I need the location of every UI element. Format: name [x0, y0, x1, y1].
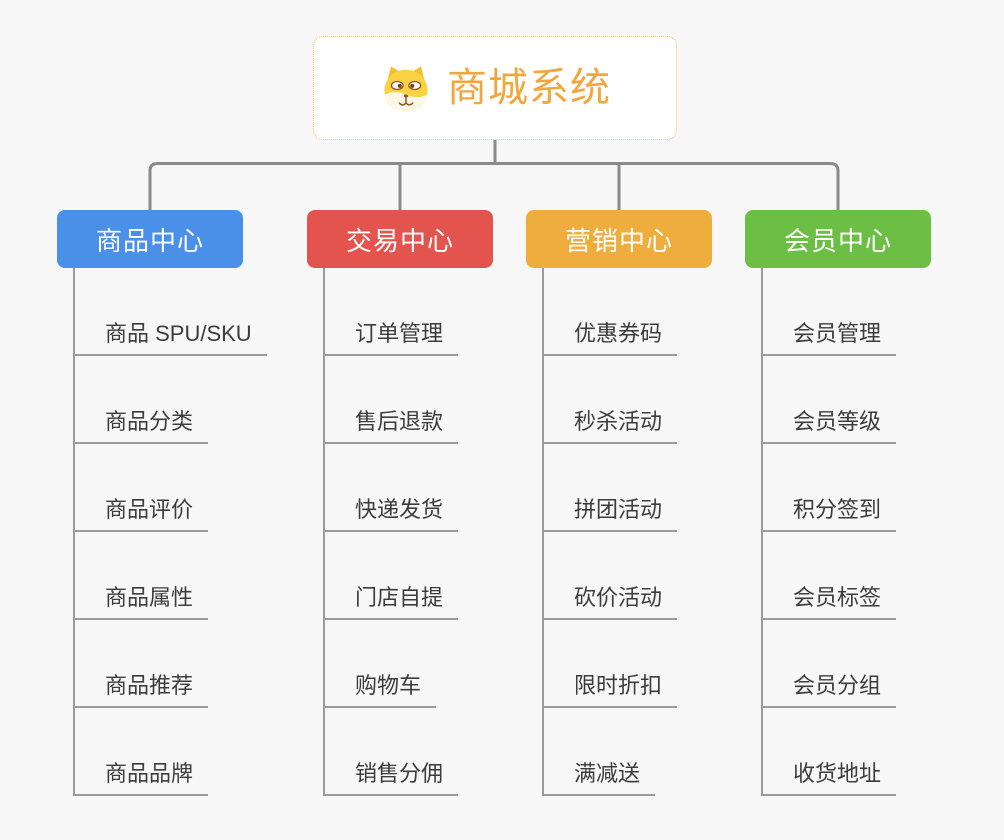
branch-column: 优惠券码 秒杀活动 拼团活动 砍价活动 限时折扣 满减送: [542, 268, 678, 796]
branch-item: 优惠券码: [542, 268, 678, 356]
branch-item-label[interactable]: 优惠券码: [542, 321, 678, 356]
branch-item: 会员分组: [761, 620, 897, 708]
branch-item: 商品推荐: [73, 620, 267, 708]
branch-item-label[interactable]: 砍价活动: [542, 585, 678, 620]
branch-label: 营销中心: [564, 225, 673, 256]
branch-item: 满减送: [542, 708, 677, 796]
branch-item: 售后退款: [323, 356, 459, 444]
branch-item-label[interactable]: 商品品牌: [73, 761, 209, 796]
branch-item: 砍价活动: [542, 532, 678, 620]
branch-box-2[interactable]: 营销中心: [526, 210, 712, 268]
branch-item-label[interactable]: 会员管理: [761, 321, 897, 356]
branch-item-label[interactable]: 商品推荐: [73, 673, 209, 708]
branch-item-label[interactable]: 会员等级: [761, 409, 897, 444]
branch-item-label[interactable]: 会员标签: [761, 585, 897, 620]
branch-column: 会员管理 会员等级 积分签到 会员标签 会员分组 收货地址: [761, 268, 897, 796]
branch-item-label[interactable]: 秒杀活动: [542, 409, 678, 444]
branch-item-label[interactable]: 销售分佣: [323, 761, 459, 796]
branch-item: 商品 SPU/SKU: [73, 268, 267, 356]
branch-item-label[interactable]: 会员分组: [761, 673, 897, 708]
branch-label: 会员中心: [783, 225, 892, 256]
branch-item: 收货地址: [761, 708, 897, 796]
branch-item-label[interactable]: 满减送: [542, 761, 656, 796]
branch-item-label[interactable]: 购物车: [323, 673, 437, 708]
branch-item: 快递发货: [323, 444, 459, 532]
branch-item: 商品品牌: [73, 708, 267, 796]
branch-item-label[interactable]: 商品 SPU/SKU: [73, 321, 267, 356]
branch-item-label[interactable]: 商品评价: [73, 497, 209, 532]
root-title: 商城系统: [447, 66, 611, 110]
branch-item: 拼团活动: [542, 444, 678, 532]
branch-item: 商品分类: [73, 356, 267, 444]
branch-item: 商品评价: [73, 444, 267, 532]
branch-item-label[interactable]: 订单管理: [323, 321, 459, 356]
branch-item: 限时折扣: [542, 620, 678, 708]
branch-box-0[interactable]: 商品中心: [57, 210, 243, 268]
root-node-mall-system[interactable]: 商城系统: [313, 36, 677, 140]
branch-item: 销售分佣: [323, 708, 459, 796]
branch-item-label[interactable]: 售后退款: [323, 409, 459, 444]
branch-item: 门店自提: [323, 532, 459, 620]
branch-box-1[interactable]: 交易中心: [307, 210, 493, 268]
branch-item: 积分签到: [761, 444, 897, 532]
branch-item: 会员管理: [761, 268, 897, 356]
branch-label: 交易中心: [345, 225, 454, 256]
branch-item: 秒杀活动: [542, 356, 678, 444]
branch-item: 订单管理: [323, 268, 459, 356]
trunk-line: [542, 268, 544, 796]
branch-item: 会员等级: [761, 356, 897, 444]
branch-item-label[interactable]: 商品属性: [73, 585, 209, 620]
trunk-line: [761, 268, 763, 796]
branch-item: 会员标签: [761, 532, 897, 620]
branch-item-label[interactable]: 门店自提: [323, 585, 459, 620]
trunk-line: [73, 268, 75, 796]
branch-column: 商品 SPU/SKU 商品分类 商品评价 商品属性 商品推荐 商品品牌: [73, 268, 267, 796]
branch-item-label[interactable]: 快递发货: [323, 497, 459, 532]
dog-face-icon: [384, 66, 428, 112]
trunk-line: [323, 268, 325, 796]
branch-column: 订单管理 售后退款 快递发货 门店自提 购物车 销售分佣: [323, 268, 459, 796]
branch-label: 商品中心: [95, 225, 204, 256]
branch-item: 购物车: [323, 620, 458, 708]
branch-item-label[interactable]: 限时折扣: [542, 673, 678, 708]
branch-item-label[interactable]: 积分签到: [761, 497, 897, 532]
branch-item-label[interactable]: 拼团活动: [542, 497, 678, 532]
branch-item-label[interactable]: 收货地址: [761, 761, 897, 796]
branch-item: 商品属性: [73, 532, 267, 620]
branch-box-3[interactable]: 会员中心: [745, 210, 931, 268]
branch-item-label[interactable]: 商品分类: [73, 409, 209, 444]
